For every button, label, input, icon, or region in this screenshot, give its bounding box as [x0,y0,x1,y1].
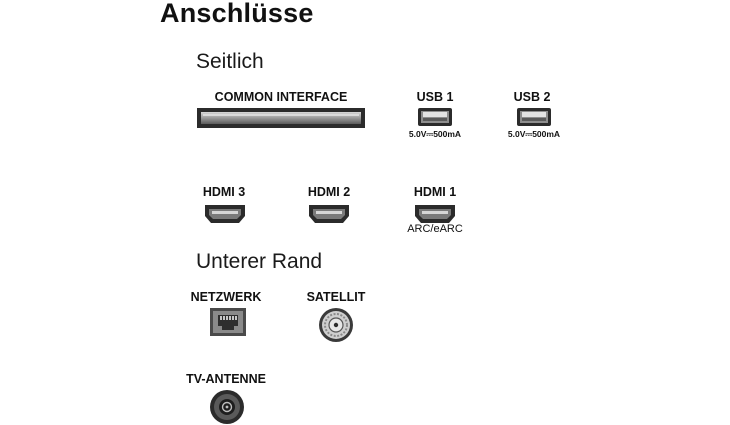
hdmi1-label: HDMI 1 [413,185,457,199]
usb2-port-icon [517,108,551,126]
hdmi1-port-icon [413,203,457,225]
satellite-connector-icon [318,307,354,343]
usb2-spec: 5.0V⎓500mA [507,129,561,139]
usb1-label: USB 1 [416,90,454,104]
satellite-label: SATELLIT [306,290,366,304]
hdmi2-label: HDMI 2 [307,185,351,199]
common-interface-slot-icon [197,108,365,128]
page-title: Anschlüsse [160,0,314,28]
antenna-connector-icon [209,389,245,425]
usb1-spec: 5.0V⎓500mA [408,129,462,139]
usb2-label: USB 2 [513,90,551,104]
usb1-port-icon [418,108,452,126]
section-title-side: Seitlich [196,50,264,73]
hdmi3-label: HDMI 3 [202,185,246,199]
ethernet-port-icon [210,308,246,336]
common-interface-label: COMMON INTERFACE [214,90,348,104]
antenna-label: TV-ANTENNE [186,372,266,386]
hdmi1-arc-note: ARC/eARC [407,223,463,235]
network-label: NETZWERK [190,290,262,304]
section-title-bottom: Unterer Rand [196,250,323,273]
hdmi3-port-icon [203,203,247,225]
hdmi2-port-icon [307,203,351,225]
